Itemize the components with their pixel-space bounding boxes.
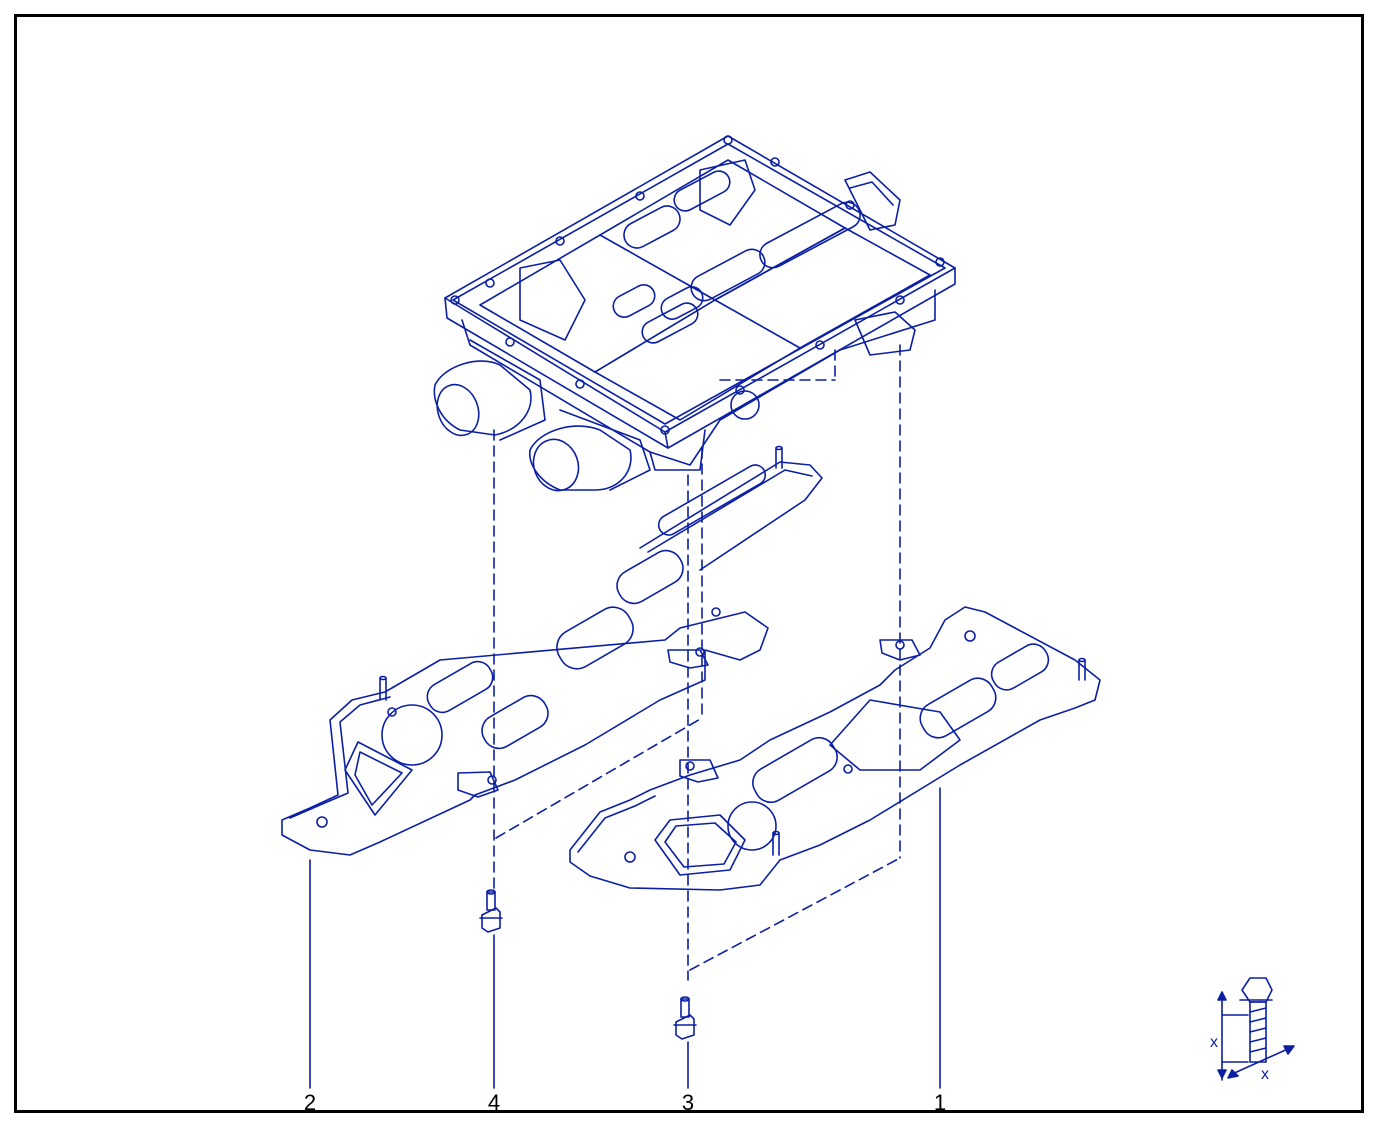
leader-lines	[309, 787, 941, 1089]
callout-1: 1	[933, 1090, 947, 1115]
bolt-torque-icon	[1217, 977, 1295, 1081]
torque-dim-label-a: x	[1210, 1034, 1218, 1051]
bolt-3	[673, 996, 697, 1040]
callout-4: 4	[487, 1090, 501, 1115]
callout-2: 2	[303, 1090, 317, 1115]
torque-dim-label-b: x	[1261, 1066, 1269, 1083]
power-module-assembly	[433, 135, 956, 492]
callout-3: 3	[681, 1090, 695, 1115]
bolt-4	[479, 889, 503, 933]
assembly-lines	[493, 344, 901, 981]
diagram-frame	[14, 14, 1364, 1113]
bracket-left	[281, 445, 823, 856]
bracket-right	[569, 606, 1101, 891]
